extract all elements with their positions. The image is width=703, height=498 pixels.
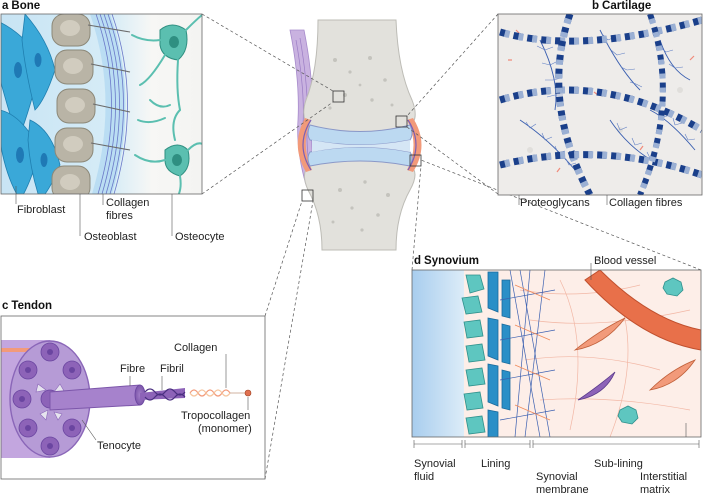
label-synovial-membrane-line1: Synovial <box>536 471 578 483</box>
label-fibroblast: Fibroblast <box>17 204 66 216</box>
label-interstitial-matrix-line2: matrix <box>640 484 670 496</box>
label-collagen: Collagen <box>174 342 218 354</box>
label-synovial-membrane-line2: membrane <box>536 484 589 496</box>
synovium-leaders <box>413 263 700 448</box>
label-sub-lining: Sub-lining <box>594 458 643 470</box>
label-collagen-fibres: Collagen fibres <box>609 197 683 209</box>
cartilage-panel-art <box>498 14 702 195</box>
cartilage-leaders <box>518 195 608 205</box>
label-proteoglycans: Proteoglycans <box>520 197 590 209</box>
central-joint <box>289 19 422 251</box>
label-synovial-fluid-line2: fluid <box>414 471 435 483</box>
label-tropocollagen-line1: Tropocollagen <box>181 410 251 422</box>
label-tropocollagen-line2: (monomer) <box>198 423 252 435</box>
label-osteoblast: Osteoblast <box>84 231 137 243</box>
bone-panel-art <box>1 14 202 194</box>
label-lining: Lining <box>481 458 511 470</box>
connector-lines <box>201 13 702 480</box>
label-osteocyte: Osteocyte <box>175 231 225 243</box>
label-collagen-fibres-line2: fibres <box>106 210 133 222</box>
label-synovial-fluid-line1: Synovial <box>414 458 456 470</box>
tendon-leaders <box>81 354 249 441</box>
label-collagen-fibres-line1: Collagen <box>106 197 150 209</box>
label-blood-vessel: Blood vessel <box>594 255 657 267</box>
synovium-panel-art <box>412 270 701 437</box>
bone-leaders <box>15 194 173 236</box>
label-fibril: Fibril <box>160 363 184 375</box>
label-interstitial-matrix-line1: Interstitial <box>640 471 688 483</box>
tendon-panel-art <box>1 316 265 479</box>
label-tenocyte: Tenocyte <box>97 440 142 452</box>
label-fibre: Fibre <box>120 363 146 375</box>
